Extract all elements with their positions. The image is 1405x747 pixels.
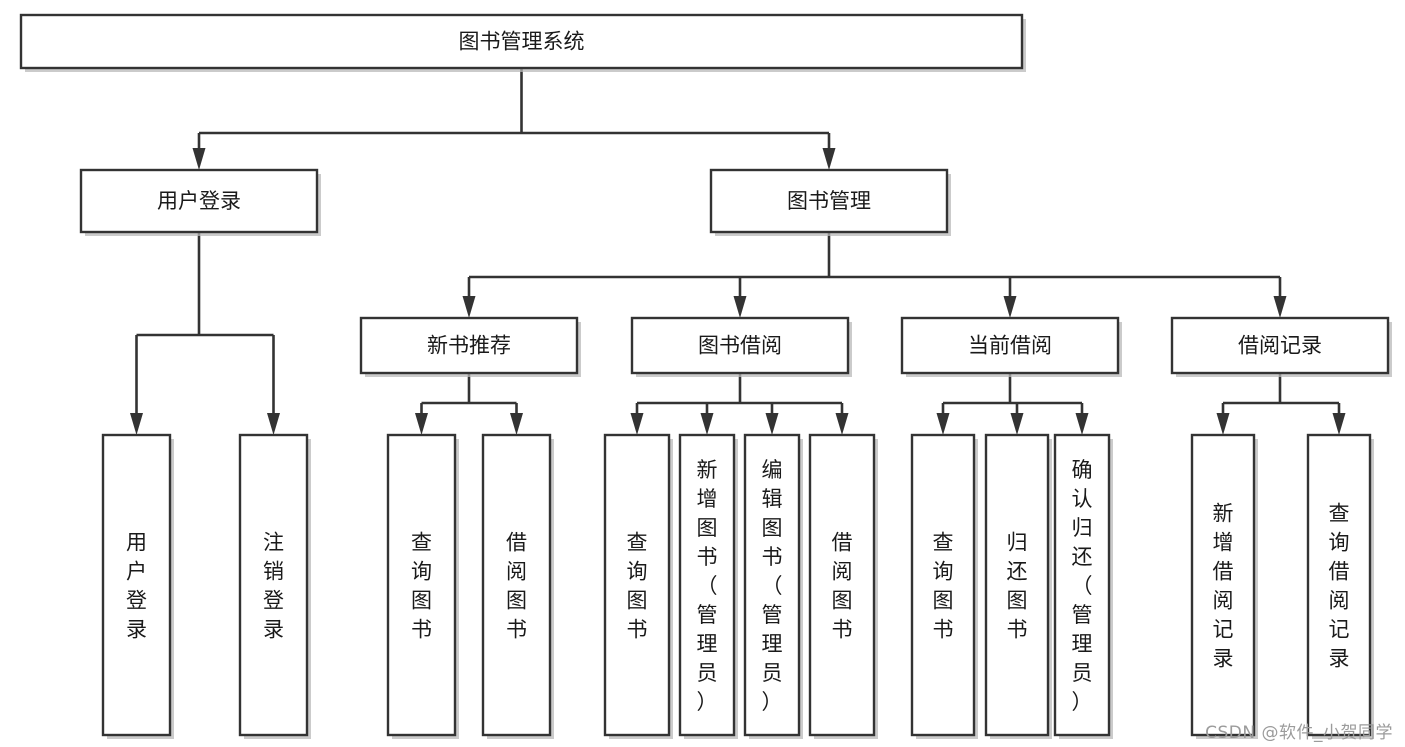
connector-group-图书管理系统	[192, 68, 836, 170]
arrow-head-icon	[462, 296, 476, 318]
node-图书借阅-2[interactable]: 图书借阅	[630, 316, 852, 377]
arrow-head-icon	[510, 413, 523, 435]
node-label: 查询图书	[933, 531, 954, 642]
connector-group-图书管理	[462, 232, 1287, 318]
arrow-head-icon	[130, 413, 143, 435]
node-label: 归还图书	[1007, 531, 1028, 642]
node-label: 借阅图书	[832, 531, 853, 642]
node-label: 借阅记录	[1238, 334, 1322, 358]
node-label: 图书管理	[787, 189, 871, 213]
node-当前借阅-2[interactable]: 当前借阅	[900, 316, 1122, 377]
node-box[interactable]	[238, 433, 309, 737]
node-label: 新增图书（管理员）	[697, 458, 718, 714]
node-box[interactable]	[1190, 433, 1256, 737]
node-box[interactable]	[481, 433, 552, 737]
node-box[interactable]	[984, 433, 1050, 737]
node-新增图书管理员-3[interactable]: 新增图书（管理员）	[678, 433, 738, 739]
node-box[interactable]	[19, 13, 1024, 70]
node-label: 编辑图书（管理员）	[762, 458, 783, 714]
node-box[interactable]	[79, 168, 319, 234]
node-图书管理-1[interactable]: 图书管理	[709, 168, 951, 236]
node-label: 借阅图书	[506, 531, 527, 642]
connector-group-用户登录	[130, 232, 280, 435]
node-label: 图书借阅	[698, 334, 782, 358]
node-box[interactable]	[101, 433, 172, 737]
node-查询图书-3[interactable]: 查询图书	[603, 433, 673, 739]
connector-group-图书借阅	[630, 373, 849, 435]
arrow-head-icon	[1332, 413, 1346, 435]
node-label: 用户登录	[126, 531, 147, 642]
node-借阅图书-3[interactable]: 借阅图书	[481, 433, 554, 739]
arrow-head-icon	[1003, 296, 1017, 318]
arrow-head-icon	[1273, 296, 1287, 318]
node-借阅记录-2[interactable]: 借阅记录	[1170, 316, 1392, 377]
arrow-head-icon	[822, 148, 836, 170]
node-用户登录-3[interactable]: 用户登录	[101, 433, 174, 739]
node-box[interactable]	[603, 433, 671, 737]
arrow-head-icon	[630, 413, 644, 435]
node-box[interactable]	[359, 316, 579, 375]
arrow-head-icon	[267, 413, 280, 435]
node-label: 查询图书	[411, 531, 432, 642]
node-label: 图书管理系统	[459, 30, 585, 54]
node-label: 用户登录	[157, 189, 241, 213]
arrow-head-icon	[1010, 413, 1024, 435]
node-label: 查询图书	[627, 531, 648, 642]
arrow-head-icon	[700, 413, 714, 435]
arrow-head-icon	[765, 413, 779, 435]
node-box[interactable]	[1306, 433, 1372, 737]
node-查询图书-3[interactable]: 查询图书	[386, 433, 459, 739]
node-box[interactable]	[1170, 316, 1390, 375]
node-确认归还管理员-3[interactable]: 确认归还（管理员）	[1053, 433, 1113, 739]
connector-group-新书推荐	[415, 373, 523, 435]
node-box[interactable]	[386, 433, 457, 737]
node-box[interactable]	[910, 433, 976, 737]
node-box[interactable]	[743, 433, 801, 737]
node-查询借阅记录-3[interactable]: 查询借阅记录	[1306, 433, 1374, 739]
connector-layer	[130, 68, 1346, 435]
node-label: 新增借阅记录	[1213, 502, 1234, 671]
node-编辑图书管理员-3[interactable]: 编辑图书（管理员）	[743, 433, 803, 739]
arrow-head-icon	[936, 413, 950, 435]
node-label: 查询借阅记录	[1329, 502, 1350, 671]
connector-group-当前借阅	[936, 373, 1089, 435]
node-label: 新书推荐	[427, 334, 511, 358]
node-注销登录-3[interactable]: 注销登录	[238, 433, 311, 739]
arrow-head-icon	[192, 148, 206, 170]
node-借阅图书-3[interactable]: 借阅图书	[808, 433, 878, 739]
node-label: 注销登录	[263, 531, 284, 642]
node-新增借阅记录-3[interactable]: 新增借阅记录	[1190, 433, 1258, 739]
node-用户登录-1[interactable]: 用户登录	[79, 168, 321, 236]
node-box[interactable]	[1053, 433, 1111, 737]
node-box[interactable]	[709, 168, 949, 234]
node-label: 当前借阅	[968, 334, 1052, 358]
arrow-head-icon	[733, 296, 747, 318]
node-归还图书-3[interactable]: 归还图书	[984, 433, 1052, 739]
node-layer: 图书管理系统用户登录图书管理新书推荐图书借阅当前借阅借阅记录用户登录注销登录查询…	[19, 13, 1392, 739]
arrow-head-icon	[415, 413, 428, 435]
arrow-head-icon	[835, 413, 849, 435]
node-新书推荐-2[interactable]: 新书推荐	[359, 316, 581, 377]
node-box[interactable]	[630, 316, 850, 375]
arrow-head-icon	[1216, 413, 1230, 435]
node-box[interactable]	[900, 316, 1120, 375]
arrow-head-icon	[1075, 413, 1089, 435]
connector-group-借阅记录	[1216, 373, 1346, 435]
node-box[interactable]	[678, 433, 736, 737]
node-查询图书-3[interactable]: 查询图书	[910, 433, 978, 739]
node-图书管理系统-0[interactable]: 图书管理系统	[19, 13, 1026, 72]
node-box[interactable]	[808, 433, 876, 737]
node-label: 确认归还（管理员）	[1072, 458, 1093, 714]
